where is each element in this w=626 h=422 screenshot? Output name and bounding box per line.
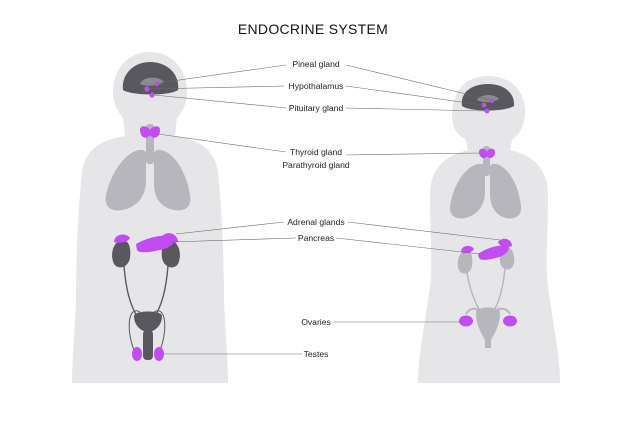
leader-pineal-female xyxy=(345,64,492,101)
label-hypothalamus: Hypothalamus xyxy=(289,81,344,91)
label-thyroid-gland: Thyroid gland xyxy=(290,147,342,157)
female-uterus xyxy=(476,307,500,348)
label-parathyroid-gland: Parathyroid gland xyxy=(282,160,350,170)
labels: Pineal gland Hypothalamus Pituitary glan… xyxy=(282,59,350,359)
leader-pancreas-male xyxy=(169,237,297,243)
leader-pituitary-male xyxy=(153,94,287,109)
diagram-title: ENDOCRINE SYSTEM xyxy=(238,21,388,37)
leader-thyroid-male xyxy=(157,133,287,153)
leader-hypothalamus-female xyxy=(345,85,484,106)
label-ovaries: Ovaries xyxy=(301,317,331,327)
male-adrenal-left xyxy=(114,234,130,243)
leader-hypothalamus-male xyxy=(148,85,285,90)
female-adrenal-left xyxy=(461,245,474,253)
label-pancreas: Pancreas xyxy=(298,233,334,243)
male-thyroid-gland xyxy=(140,126,160,138)
female-hypothalamus xyxy=(481,102,487,108)
male-vas-deferens xyxy=(128,310,166,351)
leader-lines xyxy=(148,64,501,355)
label-pineal-gland: Pineal gland xyxy=(292,59,340,69)
male-hypothalamus xyxy=(144,86,150,92)
female-pineal-gland xyxy=(489,98,495,104)
female-kidney-left xyxy=(457,250,473,274)
leader-pineal-male xyxy=(157,64,287,84)
label-testes: Testes xyxy=(304,349,329,359)
female-figure xyxy=(418,76,560,383)
label-pituitary-gland: Pituitary gland xyxy=(289,103,344,113)
male-kidney-left xyxy=(112,240,131,268)
female-thyroid-gland xyxy=(479,148,495,159)
male-lung-left xyxy=(105,149,146,211)
male-pancreas xyxy=(136,235,176,253)
female-body-silhouette xyxy=(418,76,560,383)
female-ovary-right xyxy=(503,315,517,327)
leader-adrenal-male xyxy=(175,221,285,235)
male-testis-left xyxy=(132,347,142,361)
leader-pancreas-female xyxy=(335,237,481,255)
female-ovary-left xyxy=(459,315,473,327)
female-pancreas xyxy=(478,245,509,260)
male-bladder xyxy=(134,311,162,332)
female-lung-left xyxy=(449,163,485,219)
leader-thyroid-female xyxy=(345,152,481,156)
male-figure xyxy=(72,52,228,383)
female-lung-right xyxy=(490,163,522,219)
male-body-silhouette xyxy=(72,52,228,383)
leader-pituitary-female xyxy=(345,107,487,112)
male-pituitary-gland xyxy=(149,92,155,98)
male-lung-right xyxy=(154,149,191,211)
label-adrenal-glands: Adrenal glands xyxy=(287,217,344,227)
male-pineal-gland xyxy=(154,81,160,87)
leader-adrenal-female xyxy=(347,221,501,241)
male-testis-right xyxy=(154,347,164,361)
male-penis xyxy=(143,330,153,360)
female-pituitary-gland xyxy=(484,108,490,114)
female-adrenal-right xyxy=(498,238,512,247)
